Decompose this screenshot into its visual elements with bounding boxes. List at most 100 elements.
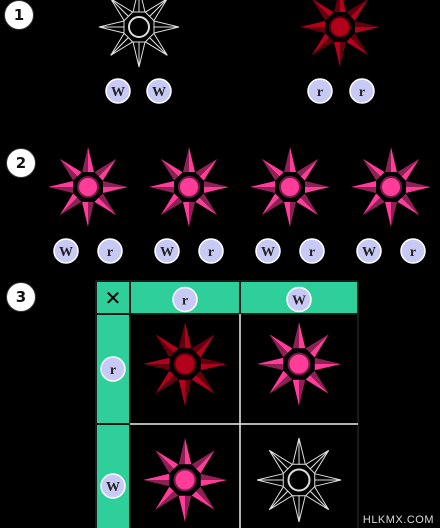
petal bbox=[292, 379, 299, 406]
petal bbox=[305, 181, 330, 187]
petal bbox=[191, 491, 215, 510]
f1-gamete-r-4: r bbox=[400, 238, 426, 264]
petal bbox=[290, 202, 296, 227]
allele-disc bbox=[349, 78, 375, 104]
petal bbox=[351, 187, 376, 193]
punnett-cell-flower-1-0 bbox=[143, 438, 227, 522]
petal bbox=[256, 479, 284, 487]
petal bbox=[155, 450, 174, 474]
parent-gamete-1: W bbox=[105, 78, 131, 104]
f1-gamete-w-1: W bbox=[53, 238, 79, 264]
flower-layer bbox=[48, 0, 431, 523]
petal bbox=[362, 197, 385, 216]
allele-disc bbox=[299, 238, 325, 264]
petal bbox=[305, 187, 330, 193]
petal bbox=[314, 357, 341, 364]
allele-label: r bbox=[208, 245, 214, 260]
step-2-marker: 2 bbox=[6, 148, 36, 178]
petal bbox=[391, 202, 397, 227]
allele-disc bbox=[356, 238, 382, 264]
allele-disc bbox=[255, 238, 281, 264]
allele-disc bbox=[172, 286, 198, 313]
petal bbox=[183, 202, 189, 227]
petal bbox=[48, 181, 73, 187]
petal bbox=[103, 181, 128, 187]
petal bbox=[191, 375, 215, 394]
petal bbox=[191, 450, 215, 469]
petal bbox=[250, 181, 275, 187]
petal bbox=[155, 491, 179, 510]
flower-center bbox=[287, 468, 311, 492]
allele-label: r bbox=[110, 363, 116, 378]
petal bbox=[200, 357, 227, 364]
petal bbox=[189, 147, 195, 172]
flower-center bbox=[279, 176, 301, 198]
petal bbox=[153, 20, 180, 28]
allele-label: r bbox=[182, 294, 188, 309]
petal bbox=[185, 322, 192, 349]
petal bbox=[189, 202, 195, 227]
petal bbox=[59, 197, 82, 216]
petal bbox=[350, 33, 369, 56]
petal bbox=[334, 42, 340, 67]
petal bbox=[362, 158, 381, 181]
allele-label: W bbox=[160, 245, 174, 260]
genotype-label: rr bbox=[181, 406, 189, 417]
row-allele-2: W bbox=[100, 473, 126, 499]
gamete-line bbox=[87, 100, 363, 141]
petal bbox=[298, 495, 306, 523]
petal bbox=[160, 193, 179, 216]
petal bbox=[355, 27, 380, 33]
f1-gamete-w-4: W bbox=[356, 238, 382, 264]
petal bbox=[261, 193, 280, 216]
allele-disc bbox=[105, 78, 131, 104]
petal bbox=[305, 334, 329, 353]
header-row bbox=[96, 281, 358, 314]
petal bbox=[191, 334, 215, 353]
allele-label: r bbox=[309, 245, 315, 260]
petal bbox=[94, 158, 117, 177]
petal bbox=[397, 158, 420, 177]
f1-flower-4 bbox=[351, 147, 431, 227]
petal bbox=[310, 370, 329, 394]
flower-center bbox=[287, 352, 311, 376]
petal bbox=[269, 375, 293, 394]
petal bbox=[406, 187, 431, 193]
petal bbox=[103, 187, 128, 193]
petal bbox=[160, 158, 179, 181]
petal bbox=[148, 32, 168, 56]
allele-disc bbox=[286, 286, 312, 313]
petal bbox=[155, 375, 179, 394]
petal bbox=[312, 0, 330, 21]
petal bbox=[48, 187, 73, 193]
gamete-line bbox=[117, 100, 190, 141]
gamete-line bbox=[188, 100, 321, 141]
petal bbox=[98, 26, 125, 34]
petal bbox=[268, 490, 294, 511]
petal bbox=[350, 0, 368, 21]
petal bbox=[98, 158, 117, 181]
petal bbox=[204, 187, 229, 193]
flower-center bbox=[178, 176, 200, 198]
parent-flower-2 bbox=[300, 0, 380, 67]
petal bbox=[195, 197, 218, 216]
allele-disc bbox=[53, 238, 79, 264]
parent-gamete-3: r bbox=[307, 78, 333, 104]
petal bbox=[143, 357, 170, 364]
flower-center bbox=[128, 16, 150, 38]
petal bbox=[257, 364, 284, 371]
petal bbox=[397, 197, 420, 216]
petal bbox=[401, 193, 420, 216]
petal bbox=[178, 379, 185, 406]
petal bbox=[362, 193, 381, 216]
petal bbox=[300, 158, 319, 181]
allele-disc bbox=[400, 238, 426, 264]
petal bbox=[59, 158, 82, 177]
step-1-marker: 1 bbox=[4, 0, 34, 30]
petal bbox=[195, 158, 218, 177]
petal bbox=[304, 449, 330, 470]
f1-flower-1 bbox=[48, 147, 128, 227]
